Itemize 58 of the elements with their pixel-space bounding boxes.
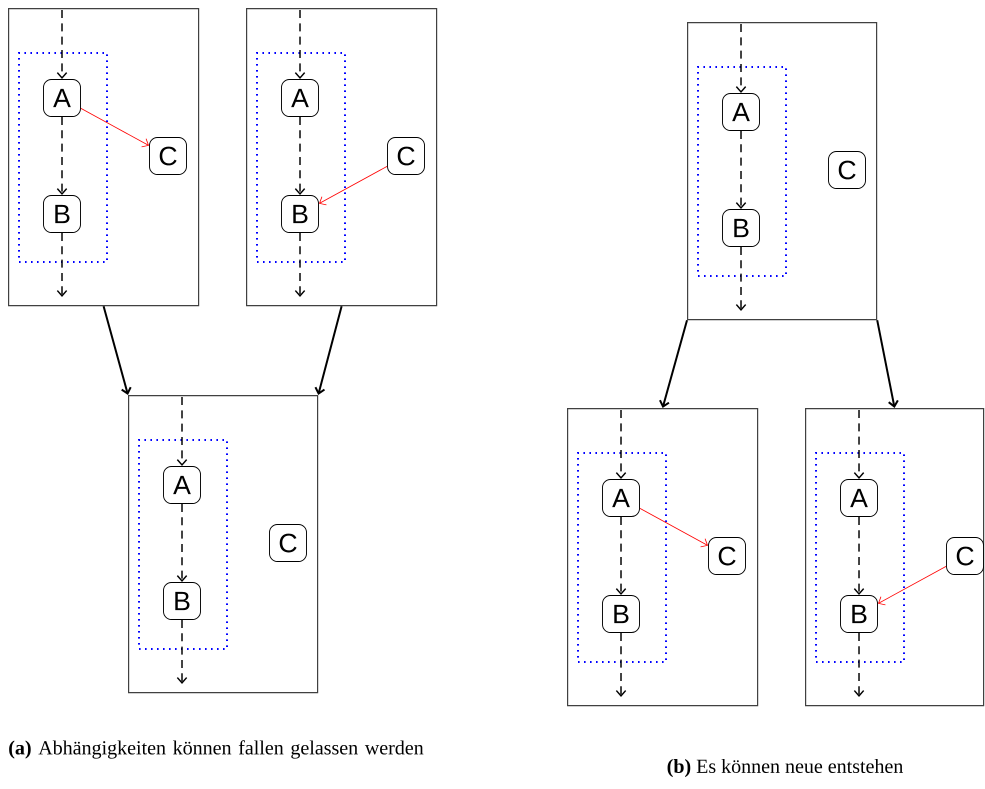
process-box: A [722, 93, 760, 131]
panel-box [567, 408, 758, 706]
arrow [659, 320, 688, 408]
panel-box [8, 8, 200, 306]
group-box [18, 52, 108, 263]
arrow [314, 306, 343, 395]
panel-box [128, 395, 318, 694]
arrow [56, 116, 68, 196]
process-box: A [602, 479, 640, 517]
process-box: B [43, 195, 81, 233]
process-box: C [387, 137, 425, 175]
process-box: A [840, 479, 878, 517]
arrow [736, 246, 746, 311]
panel-box [246, 8, 438, 306]
panel-box [687, 22, 878, 320]
group-box [138, 439, 228, 650]
arrow [854, 516, 864, 596]
arrow [640, 508, 708, 548]
arrow [876, 320, 899, 408]
group-box [577, 452, 667, 663]
caption: (a) Abhängigkeiten können fallen gelassen werden [9, 740, 424, 759]
process-box: C [946, 537, 984, 575]
arrow [294, 10, 306, 80]
arrow [176, 620, 188, 684]
arrow [80, 108, 150, 148]
arrow [56, 232, 68, 297]
arrow [102, 306, 132, 396]
process-box: C [269, 524, 307, 562]
arrow [294, 232, 306, 297]
process-box: C [708, 537, 746, 575]
arrow [616, 516, 626, 596]
arrow [616, 632, 626, 697]
arrow [736, 130, 746, 210]
arrow [56, 10, 68, 80]
arrow [176, 504, 188, 582]
process-box: C [149, 137, 187, 175]
process-box: B [602, 595, 640, 633]
arrow [616, 410, 626, 480]
arrow [318, 166, 388, 206]
arrow [854, 410, 864, 480]
group-box [256, 52, 346, 263]
arrow [294, 116, 306, 196]
process-box: B [840, 595, 878, 633]
group-box [815, 452, 905, 663]
process-box: B [281, 195, 319, 233]
process-box: C [828, 151, 866, 189]
process-box: B [163, 582, 201, 620]
process-box: A [281, 79, 319, 117]
process-box: B [722, 209, 760, 247]
process-box: A [163, 466, 201, 504]
group-box [697, 66, 787, 277]
arrow [736, 24, 746, 94]
process-box: A [43, 79, 81, 117]
caption: (b) Es können neue entstehen [668, 758, 904, 778]
arrow [176, 397, 188, 466]
arrow [854, 632, 864, 697]
arrow [878, 566, 946, 606]
panel-box [805, 408, 984, 706]
